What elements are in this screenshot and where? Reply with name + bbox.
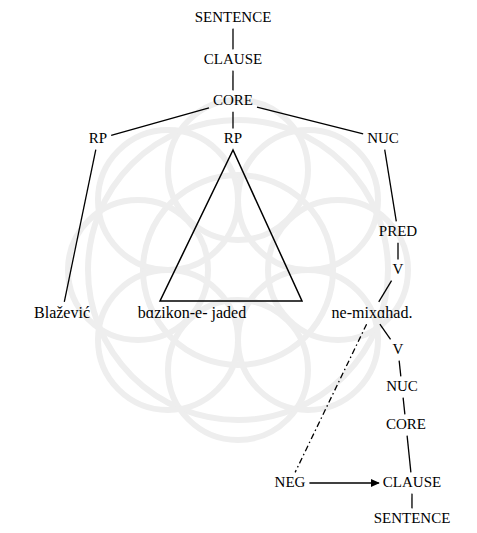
node-text: CLAUSE <box>383 474 441 490</box>
node-text: PRED <box>379 223 417 239</box>
category-label: RP <box>86 129 110 148</box>
tree-branch <box>411 494 412 509</box>
tree-branch <box>111 108 209 136</box>
word-node: ne-mixɑhad. <box>329 303 416 323</box>
node-text: SENTENCE <box>374 510 451 526</box>
category-label: CORE <box>383 415 429 434</box>
category-label: NEG <box>272 473 309 492</box>
category-label: CORE <box>210 91 256 110</box>
node-text: ne-mixɑhad. <box>332 304 413 321</box>
tree-branch <box>385 150 397 222</box>
node-text: SENTENCE <box>195 9 272 25</box>
node-text: V <box>393 261 404 277</box>
node-text: NEG <box>275 474 306 490</box>
node-text: CLAUSE <box>204 51 262 67</box>
node-text: RP <box>224 130 242 146</box>
watermark-pattern <box>68 100 408 440</box>
category-label: SENTENCE <box>371 509 454 528</box>
node-text: NUC <box>386 378 418 394</box>
constituent-triangle <box>160 150 302 301</box>
tree-branch <box>232 71 233 91</box>
node-text: Blažević <box>34 304 90 321</box>
tree-branch <box>232 29 233 50</box>
tree-branch <box>379 281 392 302</box>
word-node: bɑzikon-e- jaded <box>135 303 249 323</box>
category-label: CLAUSE <box>380 473 444 492</box>
node-text: CORE <box>213 92 253 108</box>
category-label: V <box>390 260 407 279</box>
category-label: NUC <box>383 377 421 396</box>
tree-branch <box>407 436 411 473</box>
tree-branch <box>309 482 378 483</box>
node-text: bɑzikon-e- jaded <box>138 304 246 321</box>
node-text: V <box>393 341 404 357</box>
node-text: CORE <box>386 416 426 432</box>
tree-branch <box>257 107 363 134</box>
node-text: NUC <box>367 130 399 146</box>
tree-branch <box>380 324 391 339</box>
tree-branch <box>232 112 233 129</box>
tree-branch <box>295 324 366 472</box>
tree-branch <box>397 243 398 260</box>
category-label: RP <box>221 129 245 148</box>
category-label: CLAUSE <box>201 50 265 69</box>
category-label: V <box>390 340 407 359</box>
tree-branch <box>403 398 405 415</box>
category-label: SENTENCE <box>192 8 275 27</box>
tree-branch <box>399 361 401 377</box>
category-label: NUC <box>364 129 402 148</box>
category-label: PRED <box>376 222 420 241</box>
tree-branch <box>64 150 95 302</box>
node-text: RP <box>89 130 107 146</box>
word-node: Blažević <box>31 303 93 323</box>
